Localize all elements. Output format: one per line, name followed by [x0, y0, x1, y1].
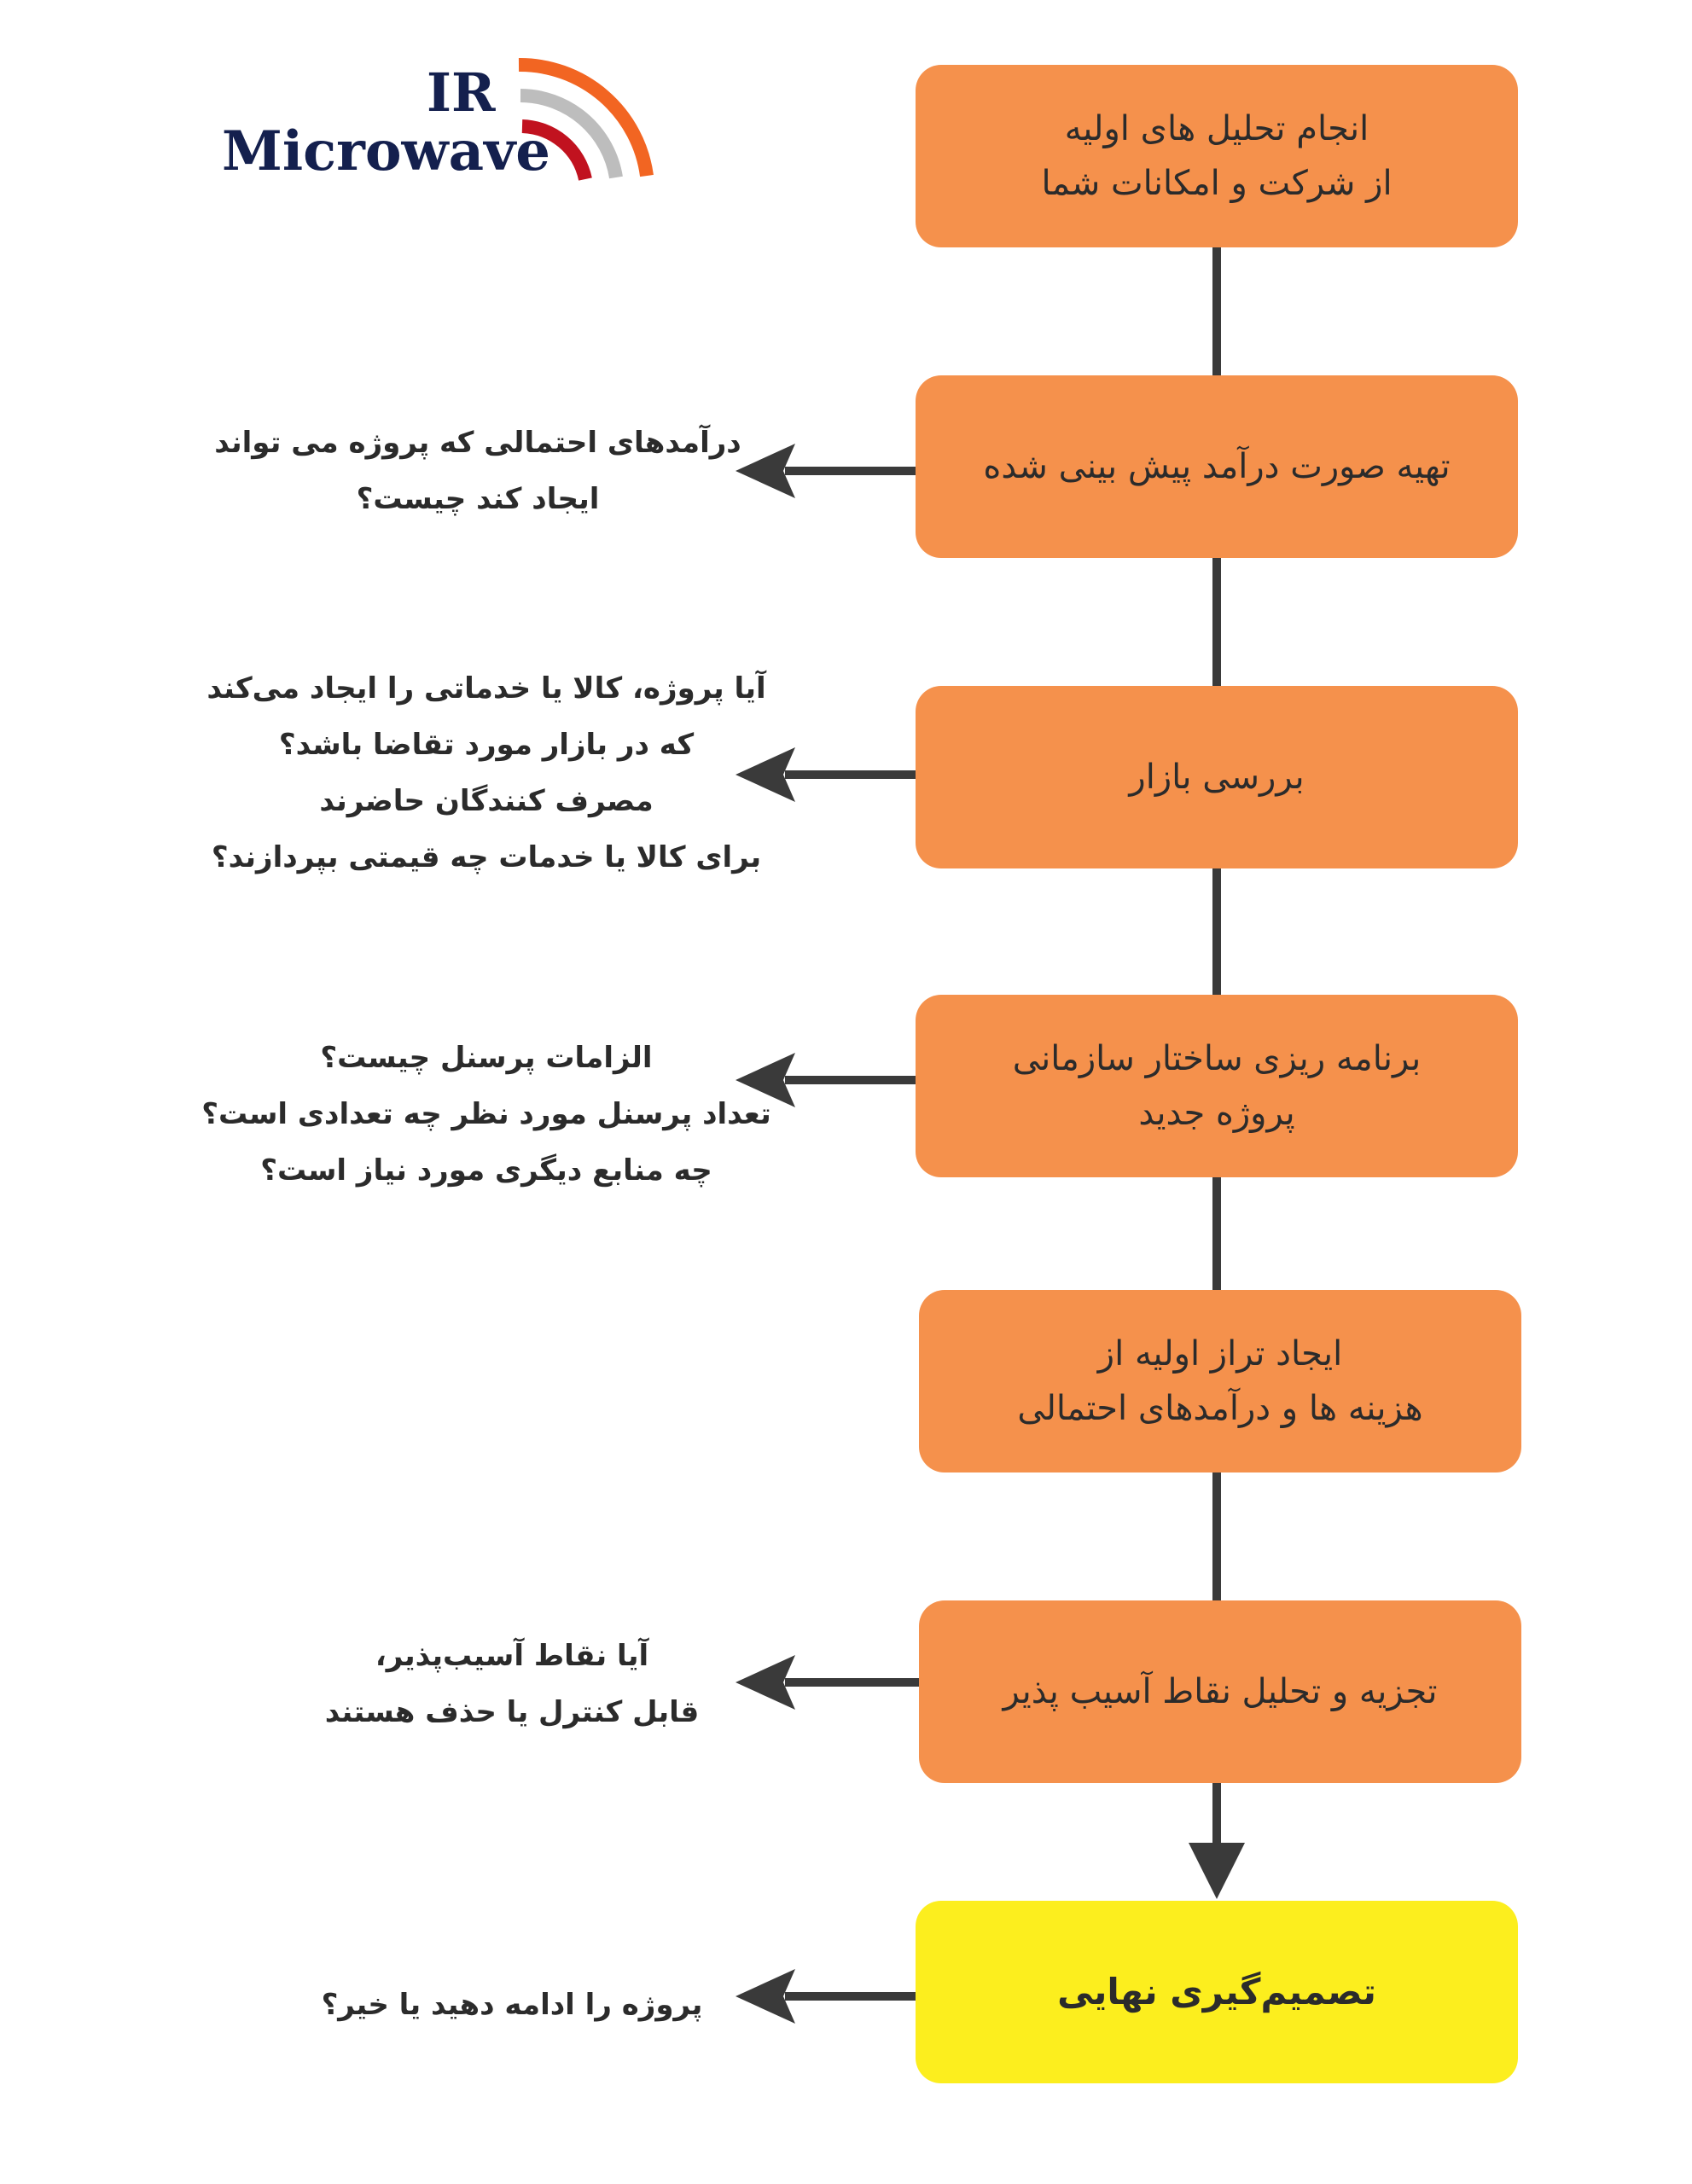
step-line: تصمیم‌گیری نهایی: [1057, 1971, 1376, 2013]
step-line: تجزیه و تحلیل نقاط آسیب پذیر: [1003, 1672, 1438, 1711]
note-vulnerability-questions: آیا نقاط آسیب‌پذیر، قابل کنترل یا حذف هس…: [256, 1616, 768, 1752]
arrow-left-icon: [736, 1969, 795, 2024]
note-income-questions: درآمدهای احتمالی که پروژه می تواند ایجاد…: [171, 386, 785, 556]
step-line: هزینه ها و درآمدهای احتمالی: [1017, 1389, 1423, 1428]
step-initial-balance: ایجاد تراز اولیه از هزینه ها و درآمدهای …: [919, 1290, 1521, 1472]
note-line: چه منابع دیگری مورد نیاز است؟: [260, 1153, 712, 1188]
arrow-down-icon: [1189, 1843, 1245, 1899]
wave-arc: [520, 89, 623, 179]
note-decision-question: پروژه را ادامه دهید یا خیر؟: [256, 1971, 768, 2039]
arrow-left-icon: [736, 444, 795, 498]
note-line: الزامات پرسنل چیست؟: [320, 1041, 653, 1075]
arrow-left-icon: [736, 1655, 795, 1710]
note-line: آیا نقاط آسیب‌پذیر،: [375, 1639, 649, 1673]
note-line: قابل کنترل یا حذف هستند: [324, 1695, 700, 1729]
note-line: مصرف کنندگان حاضرند: [319, 784, 654, 818]
step-vulnerability-analysis: تجزیه و تحلیل نقاط آسیب پذیر: [919, 1600, 1521, 1783]
logo-text-microwave: Microwave: [222, 119, 550, 183]
step-line: برنامه ریزی ساختار سازمانی: [1012, 1039, 1422, 1078]
note-market-questions: آیا پروژه، کالا یا خدماتی را ایجاد می‌کن…: [171, 645, 802, 901]
wave-arc: [521, 119, 592, 181]
note-line: ایجاد کند چیست؟: [356, 482, 600, 516]
logo-text-ir: IR: [427, 61, 496, 124]
step-final-decision: تصمیم‌گیری نهایی: [916, 1901, 1518, 2083]
note-line: درآمدهای احتمالی که پروژه می تواند: [214, 426, 741, 460]
note-personnel-questions: الزامات پرسنل چیست؟ تعداد پرسنل مورد نظر…: [171, 1020, 802, 1208]
step-income-statement: تهیه صورت درآمد پیش بینی شده: [916, 375, 1518, 558]
note-line: تعداد پرسنل مورد نظر چه تعدادی است؟: [201, 1097, 771, 1131]
arrow-left-icon: [736, 747, 795, 802]
arrow-left-icon: [736, 1053, 795, 1107]
note-line: برای کالا یا خدمات چه قیمتی بپردازند؟: [211, 840, 762, 874]
step-line: از شرکت و امکانات شما: [1041, 164, 1393, 203]
logo: IR Microwave: [222, 51, 666, 205]
note-line: آیا پروژه، کالا یا خدماتی را ایجاد می‌کن…: [206, 671, 766, 706]
step-line: تهیه صورت درآمد پیش بینی شده: [983, 447, 1451, 486]
wave-arc: [518, 57, 654, 177]
step-line: انجام تحلیل های اولیه: [1064, 109, 1369, 148]
signal-waves-icon: [518, 57, 654, 181]
step-line: ایجاد تراز اولیه از: [1097, 1334, 1343, 1374]
note-line: که در بازار مورد تقاضا باشد؟: [278, 728, 695, 762]
step-line: بررسی بازار: [1129, 758, 1305, 797]
step-initial-analysis: انجام تحلیل های اولیه از شرکت و امکانات …: [916, 65, 1518, 247]
step-org-structure: برنامه ریزی ساختار سازمانی پروژه جدید: [916, 995, 1518, 1177]
step-market-research: بررسی بازار: [916, 686, 1518, 868]
note-line: پروژه را ادامه دهید یا خیر؟: [321, 1988, 703, 2022]
step-line: پروژه جدید: [1138, 1094, 1295, 1133]
